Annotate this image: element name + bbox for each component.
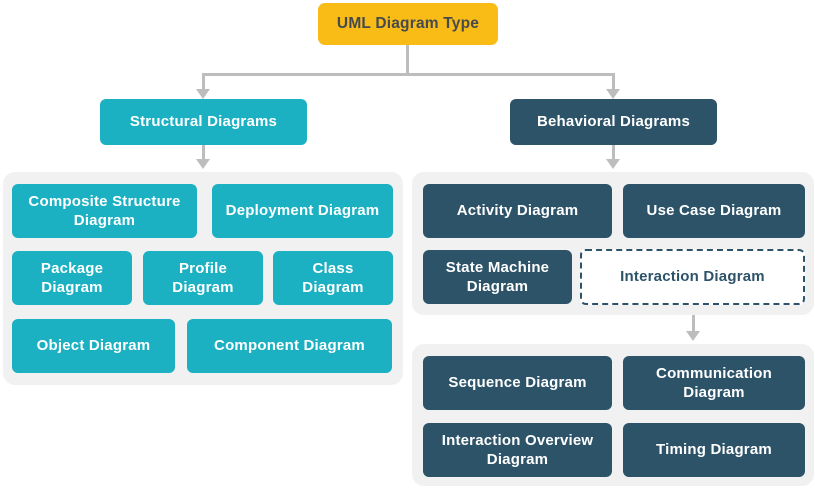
connector-structural-to-panel (202, 144, 205, 160)
node-composite-structure-diagram: Composite Structure Diagram (12, 184, 197, 238)
node-structural-diagrams: Structural Diagrams (100, 99, 307, 145)
node-uml-diagram-type: UML Diagram Type (318, 3, 498, 45)
connector-root-stem (406, 45, 409, 74)
node-profile-diagram: Profile Diagram (143, 251, 263, 305)
node-use-case-diagram: Use Case Diagram (623, 184, 805, 238)
node-interaction-diagram: Interaction Diagram (580, 249, 805, 305)
connector-branch-bar (202, 73, 615, 76)
node-object-diagram: Object Diagram (12, 319, 175, 373)
node-state-machine-diagram: State Machine Diagram (423, 250, 572, 304)
connector-behavioral-drop (612, 73, 615, 90)
node-timing-diagram: Timing Diagram (623, 423, 805, 477)
node-communication-diagram: Communication Diagram (623, 356, 805, 410)
connector-behavioral-to-panel (612, 144, 615, 160)
node-component-diagram: Component Diagram (187, 319, 392, 373)
arrowhead-down-icon (196, 159, 210, 169)
node-behavioral-diagrams: Behavioral Diagrams (510, 99, 717, 145)
node-class-diagram: Class Diagram (273, 251, 393, 305)
node-package-diagram: Package Diagram (12, 251, 132, 305)
connector-structural-drop (202, 73, 205, 90)
arrowhead-down-icon (606, 89, 620, 99)
arrowhead-down-icon (196, 89, 210, 99)
structural-diagrams-panel: Composite Structure Diagram Deployment D… (3, 172, 403, 385)
connector-interaction-to-panel (692, 307, 695, 332)
node-activity-diagram: Activity Diagram (423, 184, 612, 238)
node-interaction-overview-diagram: Interaction Overview Diagram (423, 423, 612, 477)
node-sequence-diagram: Sequence Diagram (423, 356, 612, 410)
node-deployment-diagram: Deployment Diagram (212, 184, 393, 238)
arrowhead-down-icon (686, 331, 700, 341)
arrowhead-down-icon (606, 159, 620, 169)
interaction-diagrams-panel: Sequence Diagram Communication Diagram I… (412, 344, 814, 486)
behavioral-diagrams-panel: Activity Diagram Use Case Diagram State … (412, 172, 814, 315)
